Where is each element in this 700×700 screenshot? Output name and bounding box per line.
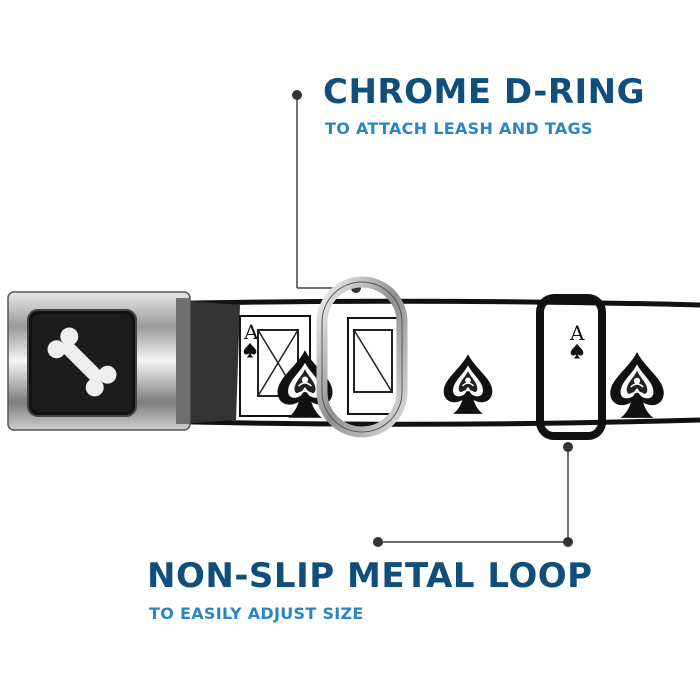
loop-leader-line (378, 447, 569, 543)
ace-of-spades-icon: A (569, 321, 585, 359)
chrome-d-ring[interactable] (316, 276, 408, 438)
loop-leader-dot (563, 442, 573, 452)
d-ring-callout-title: CHROME D-RING (323, 72, 646, 112)
svg-text:A: A (569, 321, 585, 345)
seatbelt-buckle[interactable] (7, 291, 191, 431)
loop-leader-dot-end (373, 537, 383, 547)
bone-icon (47, 327, 117, 397)
non-slip-metal-loop[interactable] (536, 294, 606, 440)
d-ring-leader-dot (292, 90, 302, 100)
metal-loop-callout-subtitle: TO EASILY ADJUST SIZE (149, 604, 364, 623)
metal-loop-callout-title: NON-SLIP METAL LOOP (147, 556, 593, 596)
svg-text:A: A (243, 320, 259, 344)
d-ring-callout-subtitle: TO ATTACH LEASH AND TAGS (325, 119, 593, 138)
card-back-icon (347, 317, 401, 415)
collar-strap (149, 298, 700, 427)
loop-leader-dot-corner (563, 537, 573, 547)
